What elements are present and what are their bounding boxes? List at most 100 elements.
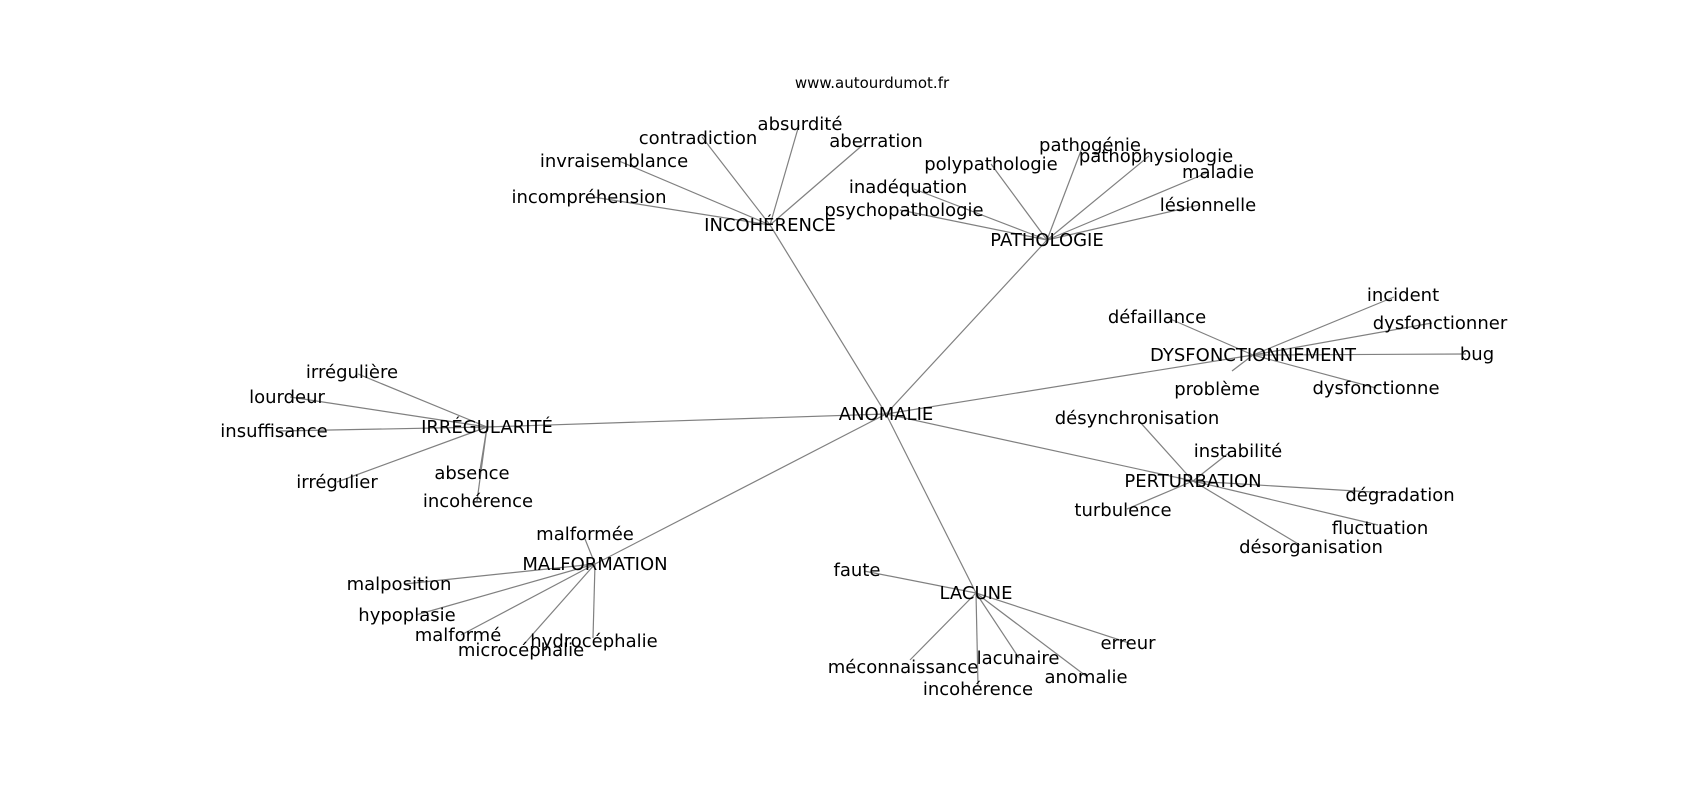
edge-hub-word [403, 563, 596, 585]
hub-node[interactable]: PATHOLOGIE [990, 230, 1104, 251]
edge-hub-word [899, 209, 1048, 241]
word-node[interactable]: erreur [1100, 633, 1156, 654]
word-node[interactable]: lourdeur [249, 387, 325, 408]
edge-hub-word [909, 592, 977, 661]
edge-hub-word [1252, 354, 1377, 389]
word-node[interactable]: turbulence [1074, 500, 1171, 521]
edge-hub-word [592, 563, 596, 639]
edge-hub-word [336, 426, 488, 483]
word-node[interactable]: irrégulier [296, 472, 378, 493]
word-node[interactable]: désynchronisation [1055, 408, 1220, 429]
word-node[interactable]: invraisemblance [540, 151, 688, 172]
word-node[interactable]: lésionnelle [1160, 195, 1256, 216]
edge-center-hub [594, 413, 887, 565]
word-node[interactable]: aberration [829, 131, 923, 152]
word-node[interactable]: contradiction [639, 128, 758, 149]
edge-hub-word [975, 592, 1020, 659]
word-node[interactable]: polypathologie [924, 154, 1058, 175]
word-node[interactable]: bug [1460, 344, 1494, 365]
word-node[interactable]: psychopathologie [824, 200, 983, 221]
edge-hub-word [1231, 354, 1254, 372]
word-node[interactable]: dysfonctionne [1312, 378, 1439, 399]
word-node[interactable]: fluctuation [1332, 518, 1429, 539]
edge-hub-word [990, 163, 1048, 241]
edge-hub-word [415, 563, 596, 616]
word-node[interactable]: maladie [1182, 162, 1254, 183]
word-node[interactable]: instabilité [1194, 441, 1282, 462]
word-node[interactable]: lacunaire [977, 648, 1060, 669]
edge-center-hub [486, 413, 887, 428]
edge-center-hub [769, 224, 887, 415]
edge-hub-word [1252, 322, 1433, 356]
edge-hub-word [1046, 171, 1210, 241]
edge-hub-word [618, 160, 771, 226]
word-node[interactable]: méconnaissance [828, 657, 979, 678]
word-node[interactable]: désorganisation [1239, 537, 1383, 558]
word-node[interactable]: malformé [415, 625, 502, 646]
word-node[interactable]: défaillance [1108, 307, 1206, 328]
word-node[interactable]: incohérence [423, 491, 533, 512]
word-node[interactable]: hypoplasie [358, 605, 455, 626]
edge-hub-word [1192, 480, 1379, 526]
edge-hub-word [975, 592, 1130, 644]
edge-hub-word [1192, 451, 1231, 482]
word-node[interactable]: problème [1174, 379, 1260, 400]
word-node[interactable]: malposition [347, 574, 452, 595]
edge-hub-word [975, 592, 1087, 677]
edge-center-hub [885, 413, 1194, 482]
word-node[interactable]: absurdité [758, 114, 843, 135]
edge-hub-word [1252, 353, 1467, 356]
word-node[interactable]: irrégulière [306, 362, 398, 383]
edge-center-hub [885, 413, 977, 594]
hub-node[interactable]: PERTURBATION [1124, 471, 1261, 492]
edge-hub-word [1192, 480, 1389, 494]
edge-hub-word [1126, 480, 1194, 510]
edge-hub-word [524, 563, 596, 644]
edge-hub-word [1167, 317, 1254, 356]
word-node[interactable]: pathophysiologie [1079, 146, 1233, 167]
word-node[interactable]: anomalie [1044, 667, 1127, 688]
word-node[interactable]: incompréhension [511, 187, 666, 208]
center-node[interactable]: ANOMALIE [839, 404, 934, 425]
word-node[interactable]: dégradation [1345, 485, 1454, 506]
edge-hub-word [1192, 480, 1301, 546]
word-node[interactable]: insuffisance [220, 421, 327, 442]
hub-node[interactable]: INCOHÉRENCE [704, 214, 836, 236]
edge-hub-word [476, 426, 488, 502]
edge-hub-word [701, 136, 771, 226]
word-node[interactable]: hydrocéphalie [530, 631, 657, 652]
edge-hub-word [278, 426, 488, 432]
word-node[interactable]: absence [434, 463, 509, 484]
edge-hub-word [975, 592, 979, 686]
edge-hub-word [357, 373, 488, 428]
edge-hub-word [1138, 420, 1194, 482]
edge-hub-word [1046, 147, 1083, 241]
hub-node[interactable]: LACUNE [939, 583, 1012, 604]
word-node[interactable]: faute [834, 560, 881, 581]
edge-hub-word [584, 538, 596, 565]
word-node[interactable]: pathogénie [1039, 135, 1141, 156]
edge-hub-word [1046, 204, 1200, 241]
word-node[interactable]: malformée [536, 524, 634, 545]
hub-node[interactable]: MALFORMATION [522, 554, 667, 575]
edge-center-hub [885, 354, 1254, 415]
graph-labels: ANOMALIE INCOHÉRENCE absurditécontradictio… [220, 114, 1508, 700]
edge-center-hub [885, 239, 1048, 415]
hub-node[interactable]: DYSFONCTIONNEMENT [1150, 345, 1357, 366]
edge-hub-word [289, 396, 488, 428]
word-node[interactable]: dysfonctionner [1373, 313, 1508, 334]
word-node[interactable]: incohérence [923, 679, 1033, 700]
word-node[interactable]: inadéquation [849, 177, 967, 198]
word-node[interactable]: microcéphalie [458, 640, 584, 661]
word-node[interactable]: incident [1367, 285, 1439, 306]
edge-hub-word [460, 563, 596, 636]
edge-hub-word [592, 196, 771, 226]
hub-node[interactable]: IRRÉGULARITÉ [421, 416, 553, 438]
graph-edges [278, 124, 1467, 686]
edge-hub-word [863, 570, 977, 594]
edge-hub-word [913, 188, 1048, 241]
edge-hub-word [769, 142, 866, 226]
edge-hub-word [769, 124, 800, 226]
edge-hub-word [1252, 296, 1395, 356]
